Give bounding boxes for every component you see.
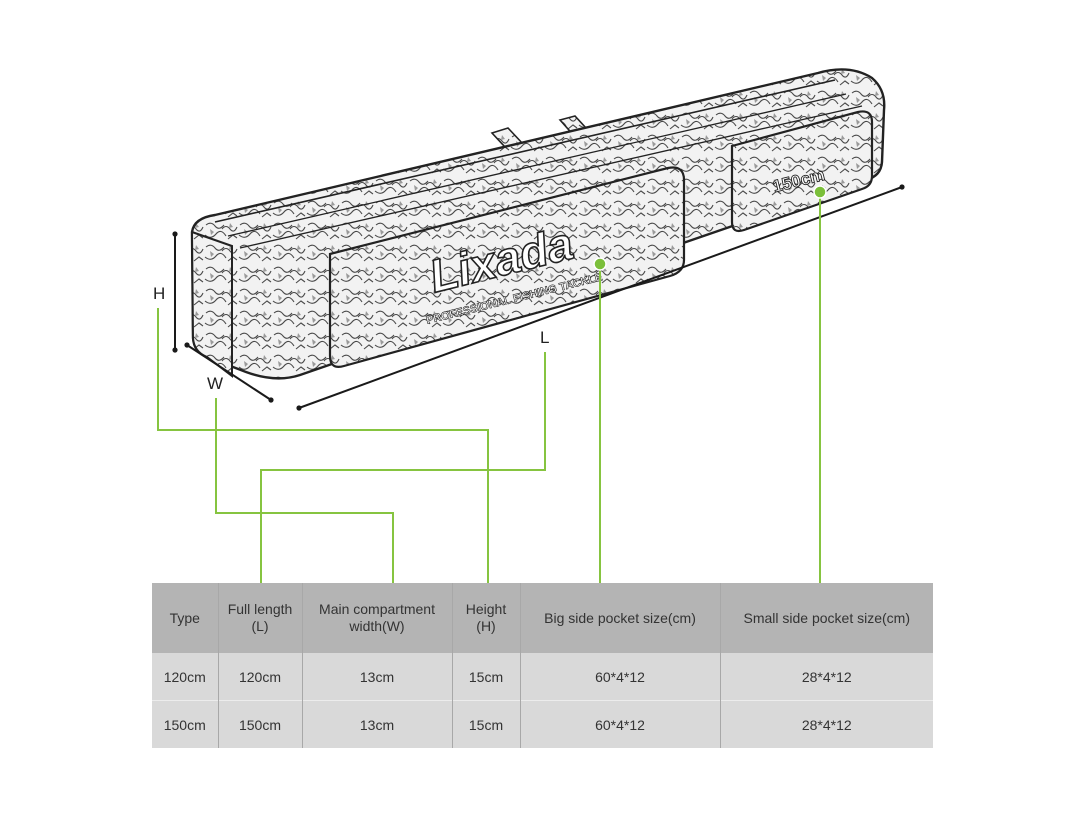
leader-lines: [157, 192, 821, 583]
table-cell: 60*4*12: [519, 700, 720, 748]
table-header-row: Type Full length (L) Main compartment wi…: [152, 583, 933, 653]
header-full-length: Full length (L): [217, 583, 302, 653]
table-cell: 28*4*12: [719, 700, 933, 748]
table-row: 120cm 120cm 13cm 15cm 60*4*12 28*4*12: [152, 653, 933, 701]
size-spec-table: Type Full length (L) Main compartment wi…: [152, 583, 933, 748]
header-height: Height (H): [451, 583, 520, 653]
table-cell: 150cm: [152, 700, 218, 748]
table-row: 150cm 150cm 13cm 15cm 60*4*12 28*4*12: [152, 700, 933, 748]
table-cell: 13cm: [301, 653, 452, 701]
width-label: W: [207, 374, 224, 393]
header-big-side-pocket: Big side pocket size(cm): [519, 583, 720, 653]
width-dimension-line: [186, 344, 272, 401]
table-cell: 15cm: [451, 653, 520, 701]
table-cell: 15cm: [451, 700, 520, 748]
table-cell: 28*4*12: [719, 653, 933, 701]
table-cell: 60*4*12: [519, 653, 720, 701]
header-main-compartment-width: Main compartment width(W): [301, 583, 452, 653]
small-pocket-marker-dot: [813, 185, 827, 199]
table-cell: 120cm: [217, 653, 302, 701]
header-small-side-pocket: Small side pocket size(cm): [719, 583, 933, 653]
length-label: L: [540, 328, 550, 347]
table-cell: 150cm: [217, 700, 302, 748]
table-cell: 120cm: [163, 668, 206, 685]
header-type: Type: [152, 583, 218, 653]
leader-line-height: [157, 308, 489, 583]
table-cell: 13cm: [301, 700, 452, 748]
leader-line-length: [260, 352, 546, 583]
leader-line-width: [215, 398, 394, 583]
big-pocket-marker-dot: [593, 257, 607, 271]
fishing-rod-bag-illustration: Lixada PROFESSIONAL FISHING TACKLE 150cm: [190, 68, 886, 380]
height-label: H: [153, 284, 166, 303]
